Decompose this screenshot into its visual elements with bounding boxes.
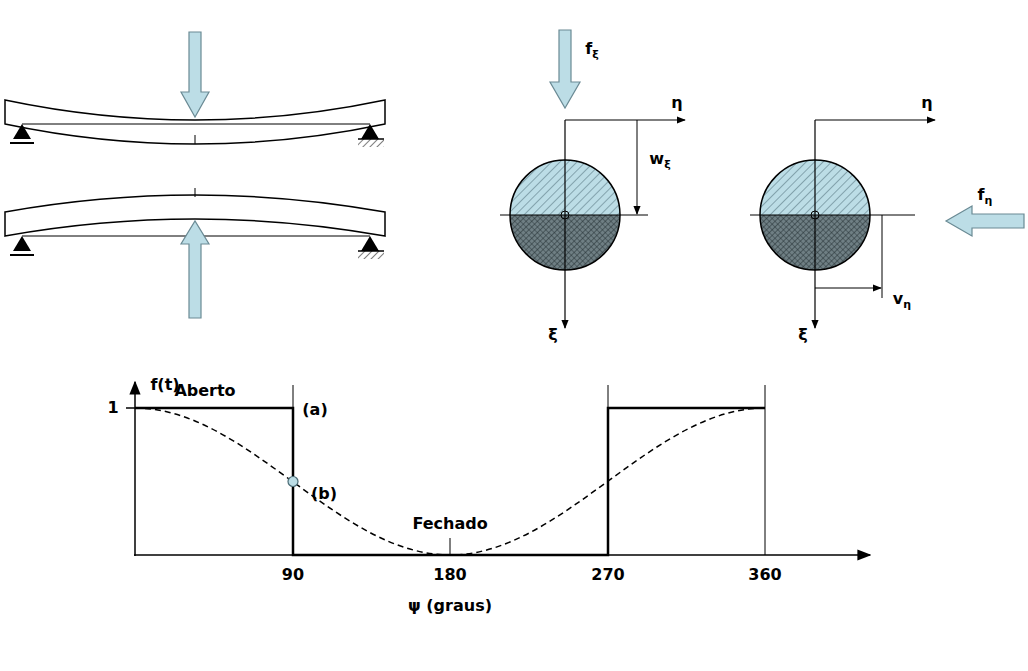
force-label: fξ bbox=[585, 41, 598, 60]
tick-label: 180 bbox=[433, 567, 466, 583]
beam-sagging bbox=[5, 32, 385, 147]
cross-section-vertical-load bbox=[500, 30, 685, 328]
displacement-label: wξ bbox=[649, 151, 670, 170]
beam-hogging bbox=[5, 188, 385, 318]
state-label: Aberto bbox=[174, 383, 235, 399]
axis-label: η bbox=[921, 95, 932, 111]
tick-label: 360 bbox=[748, 567, 781, 583]
state-label: Fechado bbox=[412, 516, 487, 532]
curve-label: (a) bbox=[302, 402, 327, 418]
curve-label: (b) bbox=[311, 486, 337, 502]
tick-label: 270 bbox=[591, 567, 624, 583]
axis-label: ξ bbox=[548, 327, 557, 343]
tick-label: 1 bbox=[107, 400, 118, 416]
axis-label: ξ bbox=[798, 327, 807, 343]
cross-section-horizontal-load bbox=[750, 120, 1024, 328]
axis-title: ψ (graus) bbox=[408, 598, 492, 614]
axis-label: η bbox=[671, 95, 682, 111]
force-label: fη bbox=[978, 187, 993, 206]
function-graph bbox=[126, 382, 870, 556]
displacement-label: vη bbox=[893, 291, 911, 310]
tick-label: 90 bbox=[282, 567, 304, 583]
